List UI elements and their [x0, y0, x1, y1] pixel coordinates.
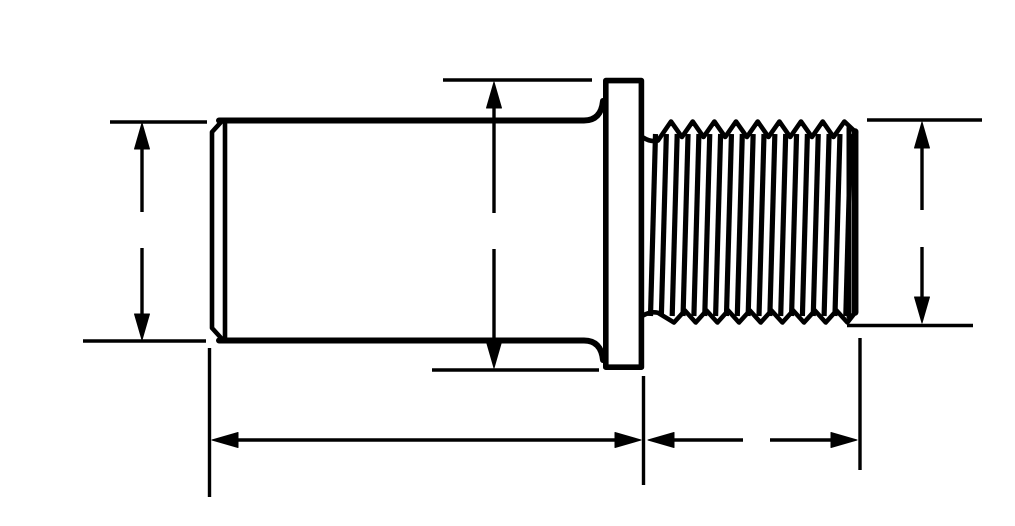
thread-flank-line: [713, 133, 724, 317]
flange-dia-arrow-down: [486, 341, 502, 369]
thread-length-arrow-left: [647, 432, 675, 448]
body-length-arrow-left: [211, 432, 239, 448]
thread-flank-line: [832, 133, 843, 317]
thread-flank-line: [734, 133, 745, 317]
thread-flank-line: [767, 133, 778, 317]
flange-dia-arrow-up: [486, 81, 502, 109]
thread-flank-line: [647, 133, 659, 317]
thread-flank-line: [691, 133, 702, 317]
thread-flank-line: [658, 133, 669, 317]
cylinder-dia-arrow-up: [134, 122, 150, 150]
thread-length-arrow-right: [830, 432, 858, 448]
thread-flank-line: [702, 133, 713, 317]
thread-flank-line: [669, 133, 680, 317]
thread-flank-line: [799, 133, 810, 317]
body-length-arrow-right: [614, 432, 642, 448]
thread-flank-line: [680, 133, 691, 317]
thread-dia-arrow-up: [914, 121, 930, 149]
cylinder-end-face: [209, 118, 225, 342]
thread-top-profile: [640, 119, 859, 144]
thread-flank-line: [778, 133, 789, 317]
thread-flank-line: [745, 133, 756, 317]
thread-flank-line: [843, 133, 854, 317]
thread-flank-line: [756, 133, 767, 317]
thread-flank-line: [810, 133, 821, 317]
thread-flank-line: [821, 133, 832, 317]
cylinder-bottom-edge: [216, 337, 606, 363]
cylinder-top-edge: [216, 98, 606, 124]
thread-flank-line: [723, 133, 735, 317]
thread-dia-arrow-down: [914, 296, 930, 324]
flange-outline: [603, 77, 645, 370]
cylinder-dia-arrow-down: [134, 313, 150, 341]
thread-flank-line: [788, 133, 800, 317]
